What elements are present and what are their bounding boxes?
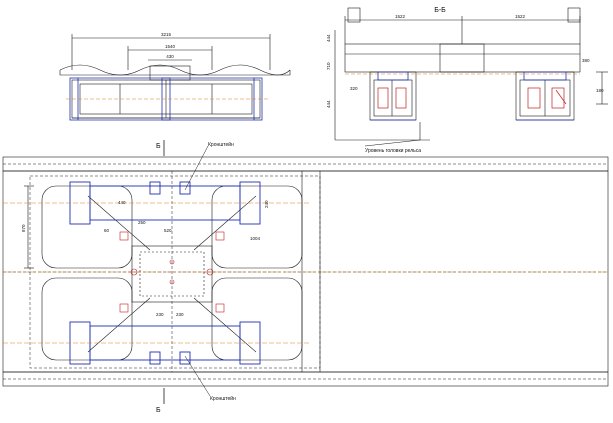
section-mark-bottom: Б (156, 407, 161, 414)
top-elevation-view (59, 34, 291, 119)
plan-orange-axes (3, 202, 608, 344)
section-mark-top: Б (156, 143, 161, 150)
plan-dim-c: 520 (164, 228, 172, 233)
plan-dim-b: 250 (138, 220, 146, 225)
bracket-label-top: Кронштейн (208, 141, 234, 148)
plan-blue-brackets (69, 181, 261, 365)
level-leader (364, 139, 421, 147)
section-height-upper: 444 (326, 34, 331, 42)
level-label: Уровень головки рельса (365, 148, 421, 154)
plan-dim-d: 1004 (250, 236, 261, 241)
plan-view (2, 140, 609, 404)
section-title: Б-Б (434, 7, 446, 14)
plan-dim-f: 230 (156, 312, 164, 317)
section-red-parts (377, 87, 567, 109)
plan-dim-e: 240 (264, 200, 269, 208)
section-offset-right: 180 (596, 88, 604, 93)
section-height-mid: 710 (326, 62, 331, 70)
section-blue-parts (370, 71, 574, 121)
section-left-span: 1522 (395, 14, 406, 19)
plan-dim-a: 440 (118, 200, 126, 205)
bracket-label-bottom: Кронштейн (210, 395, 236, 402)
section-right-span: 1522 (515, 14, 526, 19)
section-offset-left: 320 (350, 86, 358, 91)
bracket-leader-bottom (184, 355, 211, 397)
plan-dim-g: 230 (176, 312, 184, 317)
plan-dim-left-vertical: 870 (21, 224, 26, 232)
top-overall-dim: 3215 (161, 32, 172, 37)
section-height-lower: 444 (326, 100, 331, 108)
top-inner-dim: 1540 (165, 44, 176, 49)
plan-dim-h: 60 (104, 228, 110, 233)
section-small-dim: 380 (582, 58, 590, 63)
plan-red-details (119, 231, 225, 313)
bracket-leader-top (184, 145, 209, 191)
top-center-dim: 430 (166, 54, 174, 59)
